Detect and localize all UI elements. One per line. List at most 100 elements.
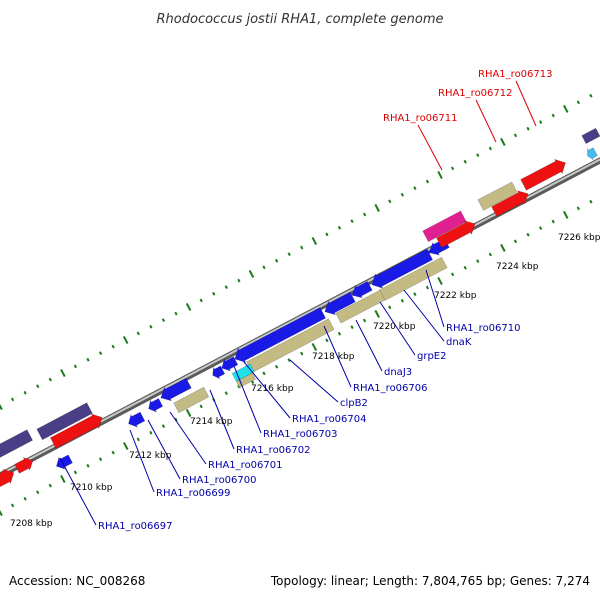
gene-feature[interactable] bbox=[477, 181, 518, 211]
leader-line bbox=[209, 389, 235, 450]
scale-tick bbox=[526, 232, 530, 237]
scale-tick bbox=[262, 371, 266, 376]
scale-label: 7222 kbp bbox=[434, 291, 477, 301]
scale-tick bbox=[450, 272, 455, 277]
scale-tick bbox=[463, 159, 467, 164]
genome-summary: Topology: linear; Length: 7,804,765 bp; … bbox=[270, 574, 590, 588]
gene-feature[interactable] bbox=[379, 256, 448, 301]
scale-tick bbox=[400, 298, 404, 303]
scale-tick bbox=[300, 351, 304, 356]
gene-label[interactable]: grpE2 bbox=[417, 351, 447, 362]
gene-feature[interactable] bbox=[128, 411, 146, 428]
gene-feature[interactable] bbox=[491, 190, 529, 217]
scale-tick bbox=[185, 408, 192, 417]
scale-tick bbox=[237, 278, 241, 283]
gene-feature[interactable] bbox=[0, 468, 15, 489]
scale-tick bbox=[311, 342, 318, 351]
scale-tick bbox=[350, 219, 354, 224]
gene-feature[interactable] bbox=[56, 454, 73, 470]
scale-tick bbox=[311, 236, 318, 245]
gene-feature[interactable] bbox=[371, 248, 434, 289]
scale-label: 7220 kbp bbox=[373, 322, 416, 332]
scale-tick bbox=[287, 358, 291, 363]
scale-label: 7216 kbp bbox=[251, 384, 294, 394]
scale-tick bbox=[136, 437, 140, 442]
scale-tick bbox=[48, 483, 52, 488]
leader-line bbox=[323, 325, 352, 388]
gene-feature[interactable] bbox=[221, 356, 239, 372]
scale-tick bbox=[122, 441, 129, 450]
gene-label[interactable]: RHA1_ro06697 bbox=[98, 521, 173, 532]
scale-tick bbox=[500, 243, 506, 252]
gene-feature[interactable] bbox=[36, 402, 93, 441]
scale-tick bbox=[274, 364, 279, 369]
scale-tick bbox=[161, 424, 166, 429]
scale-tick bbox=[476, 153, 480, 158]
scale-tick bbox=[400, 192, 404, 197]
scale-tick bbox=[86, 463, 90, 468]
scale-tick bbox=[36, 490, 40, 495]
scale-tick bbox=[388, 199, 392, 204]
gene-label[interactable]: RHA1_ro06703 bbox=[263, 429, 338, 440]
scale-tick bbox=[388, 305, 392, 310]
gene-feature[interactable] bbox=[351, 280, 373, 299]
gene-label[interactable]: RHA1_ro06711 bbox=[383, 113, 458, 124]
gene-label[interactable]: RHA1_ro06700 bbox=[182, 475, 257, 486]
leader-line bbox=[59, 457, 97, 526]
scale-tick bbox=[413, 186, 417, 191]
gene-feature[interactable] bbox=[587, 147, 598, 161]
gene-feature[interactable] bbox=[324, 291, 356, 316]
gene-feature[interactable] bbox=[520, 158, 566, 191]
scale-label: 7210 kbp bbox=[70, 483, 113, 493]
scale-tick bbox=[350, 325, 354, 330]
scale-tick bbox=[589, 199, 593, 204]
scale-tick bbox=[86, 357, 90, 362]
gene-label[interactable]: RHA1_ro06712 bbox=[438, 88, 513, 99]
scale-tick bbox=[488, 146, 492, 151]
leader-line bbox=[289, 359, 339, 403]
gene-label[interactable]: clpB2 bbox=[340, 398, 368, 409]
scale-tick bbox=[476, 259, 480, 264]
scale-label: 7212 kbp bbox=[129, 451, 172, 461]
scale-tick bbox=[23, 390, 27, 395]
scale-tick bbox=[362, 318, 367, 323]
gene-label[interactable]: dnaJ3 bbox=[384, 367, 412, 378]
scale-tick bbox=[0, 403, 3, 411]
gene-feature[interactable] bbox=[173, 386, 210, 414]
scale-tick bbox=[73, 364, 78, 369]
gene-label[interactable]: RHA1_ro06713 bbox=[478, 69, 553, 80]
gene-feature[interactable] bbox=[49, 413, 103, 449]
scale-tick bbox=[374, 309, 380, 318]
gene-feature[interactable] bbox=[234, 307, 327, 363]
gene-label[interactable]: RHA1_ro06704 bbox=[292, 414, 367, 425]
gene-features[interactable] bbox=[0, 127, 600, 489]
scale-tick bbox=[325, 338, 329, 343]
scale-tick bbox=[23, 496, 27, 501]
gene-label[interactable]: RHA1_ro06701 bbox=[208, 460, 283, 471]
scale-tick bbox=[563, 210, 569, 219]
accession-text: Accession: NC_008268 bbox=[9, 574, 145, 588]
gene-feature[interactable] bbox=[148, 398, 164, 413]
gene-label[interactable]: RHA1_ro06706 bbox=[353, 383, 428, 394]
gene-label[interactable]: RHA1_ro06702 bbox=[236, 445, 311, 456]
gene-feature[interactable] bbox=[0, 429, 34, 467]
scale-label: 7208 kbp bbox=[10, 519, 53, 529]
gene-feature[interactable] bbox=[14, 457, 34, 474]
gene-label[interactable]: dnaK bbox=[446, 337, 472, 348]
gene-feature[interactable] bbox=[581, 127, 600, 145]
scale-label: 7214 kbp bbox=[190, 417, 233, 427]
scale-tick bbox=[224, 285, 228, 290]
scale-label: 7226 kbp bbox=[558, 233, 600, 243]
scale-tick bbox=[174, 311, 178, 316]
gene-label[interactable]: RHA1_ro06710 bbox=[446, 323, 521, 334]
leader-line bbox=[417, 124, 443, 171]
gene-label[interactable]: RHA1_ro06699 bbox=[156, 488, 231, 499]
leader-line bbox=[515, 80, 537, 127]
gene-feature[interactable] bbox=[212, 365, 226, 380]
scale-tick bbox=[551, 113, 555, 118]
page-title: Rhodococcus jostii RHA1, complete genome bbox=[157, 12, 444, 27]
scale-tick bbox=[362, 212, 367, 217]
gene-feature[interactable] bbox=[160, 377, 192, 402]
gene-feature[interactable] bbox=[436, 220, 476, 249]
leader-line bbox=[475, 99, 497, 143]
